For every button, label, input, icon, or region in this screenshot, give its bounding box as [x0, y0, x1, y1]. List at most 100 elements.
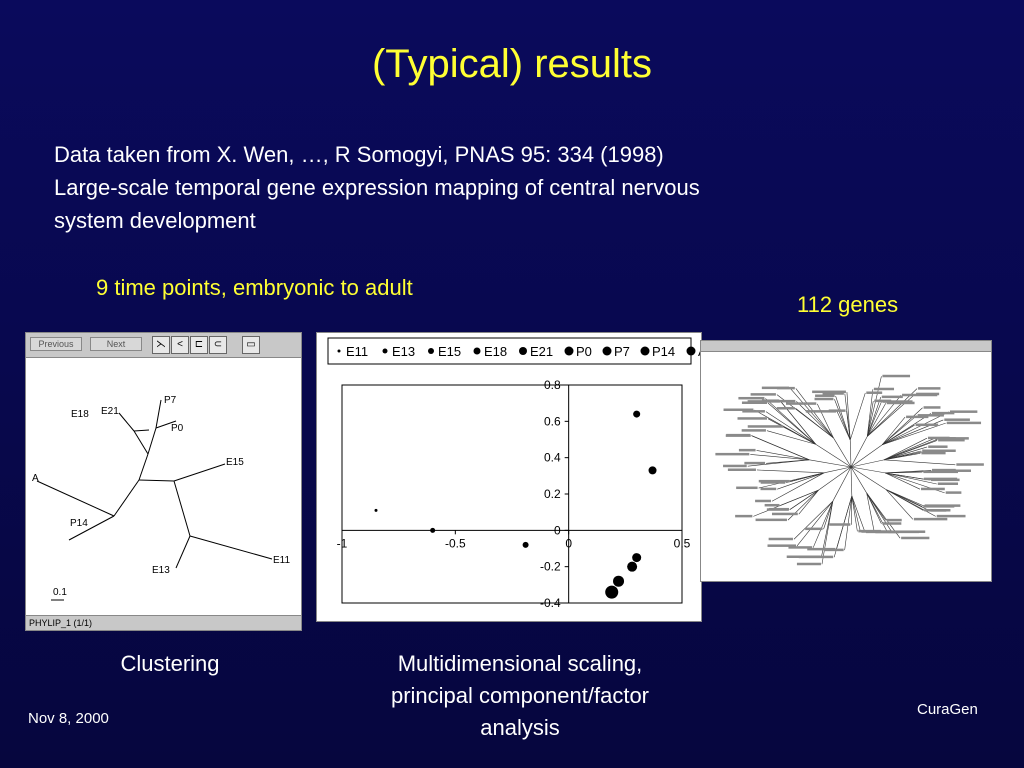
gene-label-mark	[786, 555, 821, 558]
tree-leaf-branch	[787, 489, 819, 521]
tree-branch	[850, 466, 886, 474]
gene-label-mark	[923, 505, 955, 508]
previous-button[interactable]: Previous	[30, 337, 82, 351]
gene-label-mark	[865, 530, 897, 534]
data-point-e18	[633, 410, 641, 418]
gene-label-mark	[715, 452, 750, 456]
tree-leaf-branch	[789, 489, 819, 511]
chart-points	[374, 410, 657, 599]
y-tick-label: -0.2	[540, 560, 561, 574]
legend-box	[327, 337, 692, 365]
phylip-status-bar: PHYLIP_1 (1/1)	[26, 615, 301, 630]
tree-leaf-branch	[867, 401, 882, 437]
gene-label-mark	[901, 536, 930, 540]
citation-line-3: system development	[54, 208, 256, 233]
tree-leaf-branch	[756, 469, 825, 474]
tree-leaf-branch	[821, 501, 834, 565]
slant-tree-icon[interactable]: <	[171, 336, 189, 354]
mds-chart-window: E11E13E15E18E21P0P7P14A -1-0.500.50.80.6…	[316, 332, 707, 622]
gene-label-mark	[812, 390, 846, 394]
gene-label-mark	[776, 407, 795, 410]
tree-leaf-branch	[866, 492, 882, 524]
gene-label-mark	[944, 418, 970, 421]
gene-label-mark	[727, 468, 756, 471]
tree-leaf-branch	[753, 489, 819, 517]
tree-leaf-branch	[789, 387, 834, 439]
tree-leaf-branch	[817, 403, 834, 438]
gene-label-mark	[874, 399, 892, 403]
leaf-label-p7: P7	[164, 395, 177, 406]
gene-label-mark	[823, 548, 844, 552]
tree-leaf-branch	[795, 408, 834, 439]
citation-text: Data taken from X. Wen, …, R Somogyi, PN…	[54, 138, 954, 237]
gene-label-mark	[866, 391, 883, 394]
tree-leaf-branch	[846, 410, 851, 440]
legend-marker-e18	[473, 347, 481, 355]
legend-label-e15: E15	[438, 344, 461, 359]
tree-leaf-branch	[886, 489, 924, 511]
data-point-e15	[522, 541, 529, 548]
leaf-label-e18: E18	[71, 409, 89, 420]
leaf-label-e11: E11	[273, 555, 290, 566]
tree-leaf-branch	[796, 401, 834, 439]
tree-view-icon[interactable]: ⋋	[152, 336, 170, 354]
rect-tree-icon[interactable]: ⊏	[190, 336, 208, 354]
caption-clustering: Clustering	[120, 651, 220, 676]
tree-leaf-branch	[751, 435, 810, 461]
tree-branch	[850, 466, 867, 494]
legend-label-p7: P7	[614, 344, 630, 359]
footer-company: CuraGen	[917, 701, 978, 718]
gene-label-mark	[788, 546, 813, 549]
gene-label-mark	[922, 450, 937, 453]
tree-leaf-branch	[844, 495, 853, 551]
legend-marker-p0	[564, 346, 574, 356]
gene-label-mark	[931, 468, 956, 472]
gene-label-mark	[913, 517, 948, 521]
tree-leaf-branch	[846, 392, 851, 440]
gene-label-mark	[764, 503, 780, 507]
gene-label-mark	[776, 386, 795, 390]
tree-branch	[850, 466, 853, 496]
tree-leaf-branch	[812, 501, 834, 548]
gene-label-mark	[750, 393, 776, 396]
tree-branch	[849, 439, 852, 468]
tree-leaf-branch	[866, 401, 874, 437]
tree-leaf-branch	[849, 392, 866, 440]
tree-leaf-branch	[765, 411, 816, 445]
gene-label-mark	[723, 408, 754, 412]
print-icon[interactable]: ▭	[242, 336, 260, 354]
gene-label-mark	[946, 421, 982, 425]
gene-label-mark	[945, 491, 962, 494]
tree-leaf-branch	[747, 459, 810, 467]
next-button[interactable]: Next	[90, 337, 142, 351]
y-tick-label: 0.4	[544, 451, 561, 465]
tree-leaf-branch	[884, 472, 921, 490]
gene-label-mark	[882, 400, 913, 403]
y-tick-label: -0.4	[540, 596, 561, 610]
gene-label-mark	[923, 470, 959, 474]
tree-leaf-branch	[777, 472, 825, 490]
leaf-label-p14: P14	[70, 518, 88, 529]
gene-label-mark	[761, 386, 790, 390]
gene-label-mark	[738, 396, 765, 400]
tree-leaf-branch	[798, 489, 819, 515]
tree-leaf-branch	[866, 389, 874, 437]
legend-label-e11: E11	[346, 344, 368, 359]
tree-leaf-branch	[882, 413, 932, 445]
x-tick-label: -0.5	[445, 536, 466, 550]
tree-branch	[850, 444, 883, 468]
gene-label-mark	[886, 518, 902, 522]
legend-marker-p7	[602, 346, 612, 356]
gene-label-mark	[873, 387, 895, 391]
gene-label-mark	[747, 425, 784, 428]
time-points-note: 9 time points, embryonic to adult	[96, 275, 413, 300]
chart-legend: E11E13E15E18E21P0P7P14A	[337, 344, 707, 359]
data-point-e21	[648, 466, 657, 475]
gene-label-mark	[940, 437, 969, 440]
tree-leaf-branch	[767, 402, 816, 445]
gene-tree-window	[700, 340, 992, 582]
tree-leaf-branch	[867, 397, 882, 437]
gene-label-mark	[805, 527, 823, 531]
tree-branch	[818, 466, 852, 491]
curved-tree-icon[interactable]: ⊂	[209, 336, 227, 354]
